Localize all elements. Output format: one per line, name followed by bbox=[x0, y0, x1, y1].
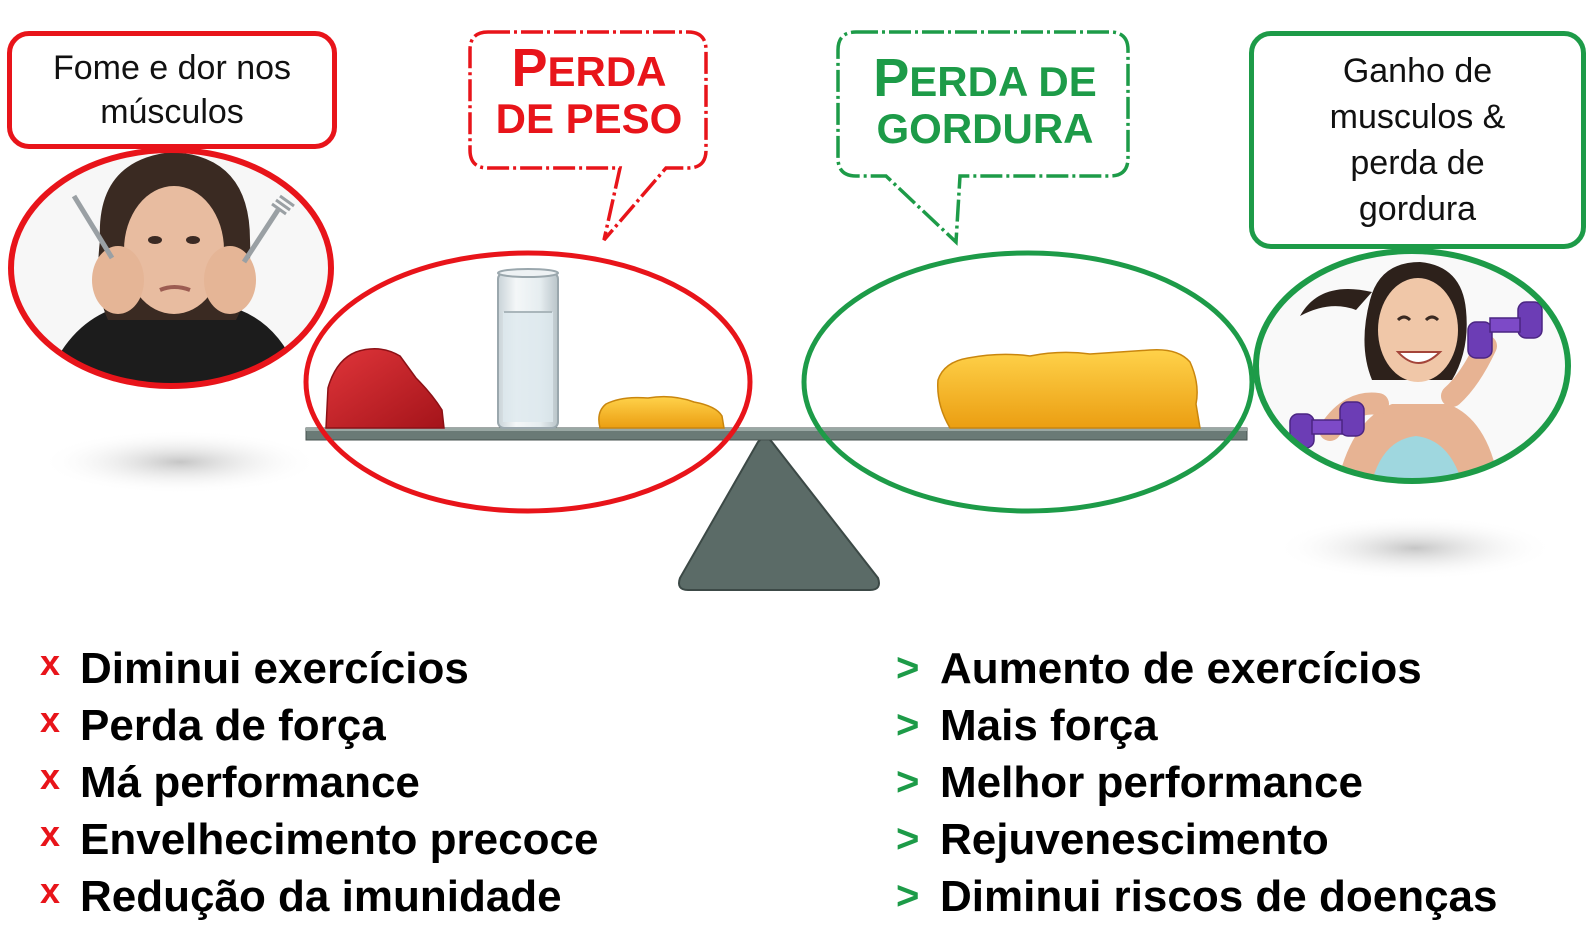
weight-loss-ellipse bbox=[303, 250, 753, 514]
positive-item: > Mais força bbox=[896, 697, 1498, 754]
chevron-right-icon: > bbox=[896, 817, 920, 861]
positive-item-text: Rejuvenescimento bbox=[940, 814, 1329, 864]
negative-item: x Redução da imunidade bbox=[40, 868, 598, 925]
left-portrait-shadow bbox=[40, 430, 320, 494]
x-mark-icon: x bbox=[40, 755, 61, 797]
weight-loss-title: Perda de peso bbox=[474, 40, 704, 141]
negative-item-text: Envelhecimento precoce bbox=[80, 814, 599, 864]
negative-item-text: Redução da imunidade bbox=[80, 871, 562, 921]
x-mark-icon: x bbox=[40, 641, 61, 683]
negative-item: x Diminui exercícios bbox=[40, 640, 598, 697]
happy-woman-portrait bbox=[1253, 248, 1571, 484]
positive-item: > Diminui riscos de doenças bbox=[896, 868, 1498, 925]
negative-item-text: Má performance bbox=[80, 757, 420, 807]
weight-loss-word-2: de peso bbox=[495, 94, 683, 142]
fat-loss-title: Perda de gordura bbox=[842, 50, 1128, 151]
negative-item-text: Diminui exercícios bbox=[80, 643, 469, 693]
meat-icon bbox=[325, 348, 445, 429]
positive-item: > Melhor performance bbox=[896, 754, 1498, 811]
fat-loss-word-2: gordura bbox=[876, 104, 1094, 152]
positive-item: > Rejuvenescimento bbox=[896, 811, 1498, 868]
chevron-right-icon: > bbox=[896, 646, 920, 690]
chevron-right-icon: > bbox=[896, 760, 920, 804]
weight-loss-word-1: erda bbox=[547, 48, 667, 95]
hunger-pain-box: Fome e dor nos músculos bbox=[7, 31, 337, 149]
x-mark-icon: x bbox=[40, 869, 61, 911]
muscle-gain-line-4: gordura bbox=[1358, 190, 1477, 228]
hunger-pain-line-2: músculos bbox=[100, 93, 244, 131]
weight-loss-initial: P bbox=[511, 38, 548, 98]
fat-loss-callout-bubble bbox=[836, 30, 1130, 246]
negative-item: x Perda de força bbox=[40, 697, 598, 754]
negative-item: x Envelhecimento precoce bbox=[40, 811, 598, 868]
muscle-gain-box: Ganho de musculos & perda de gordura bbox=[1249, 31, 1586, 249]
positive-item-text: Mais força bbox=[940, 700, 1158, 750]
fat-loss-word-1: erda de bbox=[909, 58, 1097, 105]
x-mark-icon: x bbox=[40, 812, 61, 854]
small-fat-icon bbox=[598, 395, 725, 429]
hungry-woman-portrait bbox=[8, 147, 334, 389]
fat-loss-initial: P bbox=[873, 48, 910, 108]
right-portrait-shadow bbox=[1275, 516, 1555, 580]
hunger-pain-line-1: Fome e dor nos bbox=[52, 49, 292, 87]
muscle-gain-line-2: musculos & bbox=[1329, 98, 1506, 136]
chevron-right-icon: > bbox=[896, 703, 920, 747]
water-glass-icon bbox=[497, 268, 559, 429]
negative-item-text: Perda de força bbox=[80, 700, 386, 750]
positive-item-text: Aumento de exercícios bbox=[940, 643, 1422, 693]
chevron-right-icon: > bbox=[896, 874, 920, 918]
positive-item-text: Melhor performance bbox=[940, 757, 1363, 807]
large-fat-icon bbox=[937, 349, 1201, 429]
muscle-gain-line-1: Ganho de bbox=[1342, 52, 1493, 90]
negative-item: x Má performance bbox=[40, 754, 598, 811]
x-mark-icon: x bbox=[40, 698, 61, 740]
fat-loss-ellipse bbox=[801, 250, 1255, 514]
weight-loss-callout-bubble bbox=[468, 30, 708, 242]
positives-list: > Aumento de exercícios > Mais força > Melh… bbox=[896, 640, 1498, 925]
positive-item-text: Diminui riscos de doenças bbox=[940, 871, 1498, 921]
muscle-gain-line-3: perda de bbox=[1350, 144, 1485, 182]
positive-item: > Aumento de exercícios bbox=[896, 640, 1498, 697]
